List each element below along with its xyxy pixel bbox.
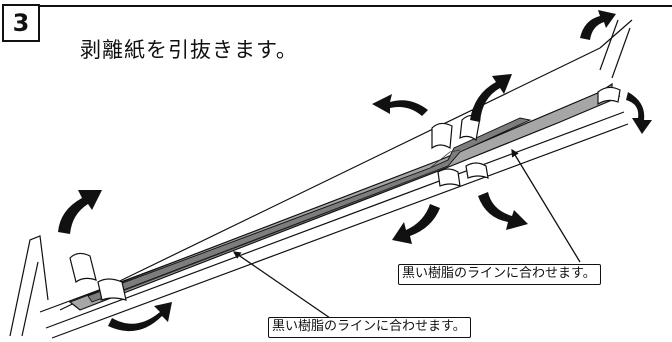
- curved-arrow-icon: [372, 94, 428, 116]
- curved-arrow-icon: [626, 92, 652, 134]
- step-number-box: 3: [2, 4, 40, 42]
- window-frame-lines: [9, 19, 633, 339]
- curved-arrow-icon: [580, 10, 616, 40]
- callout-lower: 黒い樹脂のラインに合わせます。: [268, 317, 471, 338]
- curved-arrow-icon: [470, 74, 512, 122]
- callout-upper: 黒い樹脂のラインに合わせます。: [398, 264, 601, 285]
- curved-arrow-icon: [108, 302, 172, 332]
- film-strip: [68, 82, 613, 311]
- curved-arrows: [58, 10, 652, 332]
- curved-arrow-icon: [478, 192, 528, 230]
- curved-arrow-icon: [392, 204, 440, 244]
- curved-arrow-icon: [58, 190, 102, 234]
- top-rule: [40, 5, 672, 7]
- step-number: 3: [12, 9, 30, 37]
- clip-tabs: [69, 86, 621, 301]
- callout-pointers: [232, 148, 581, 319]
- instruction-text: 剥離紙を引抜きます。: [80, 38, 298, 62]
